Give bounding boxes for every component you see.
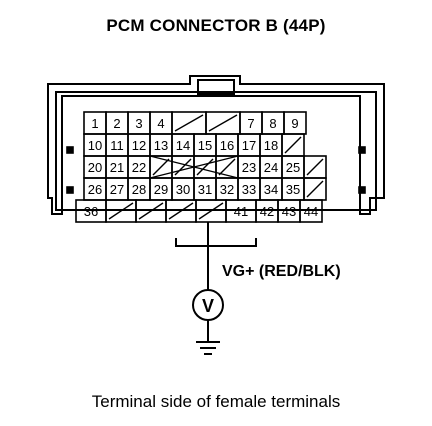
page-title: PCM CONNECTOR B (44P) bbox=[106, 16, 326, 35]
terminal-33: 33 bbox=[237, 177, 261, 201]
terminal-number: 22 bbox=[132, 160, 146, 175]
terminal-22: 22 bbox=[127, 155, 151, 179]
terminal-number: 44 bbox=[304, 204, 318, 219]
terminal-number: 3 bbox=[135, 116, 142, 131]
terminal-number: 32 bbox=[220, 182, 234, 197]
terminal-number: 14 bbox=[176, 138, 190, 153]
terminal-44: 44 bbox=[299, 199, 323, 223]
terminal-15: 15 bbox=[193, 133, 217, 157]
terminal-number: 41 bbox=[234, 204, 248, 219]
terminal-1: 1 bbox=[83, 111, 107, 135]
terminal-unused bbox=[303, 177, 327, 201]
terminal-30: 30 bbox=[171, 177, 195, 201]
terminal-3: 3 bbox=[127, 111, 151, 135]
terminal-31: 31 bbox=[193, 177, 217, 201]
probe-label: VG+ (RED/BLK) bbox=[222, 263, 341, 280]
terminal-unused bbox=[281, 133, 305, 157]
terminal-number: 30 bbox=[176, 182, 190, 197]
terminal-34: 34 bbox=[259, 177, 283, 201]
latch-mark bbox=[358, 186, 366, 194]
terminal-number: 36 bbox=[84, 204, 98, 219]
voltmeter-icon: V bbox=[192, 289, 224, 321]
terminal-number: 21 bbox=[110, 160, 124, 175]
latch-mark bbox=[66, 146, 74, 154]
terminal-number: 1 bbox=[91, 116, 98, 131]
terminal-number: 9 bbox=[291, 116, 298, 131]
terminal-17: 17 bbox=[237, 133, 261, 157]
terminal-number: 24 bbox=[264, 160, 278, 175]
terminal-2: 2 bbox=[105, 111, 129, 135]
terminal-number: 11 bbox=[110, 138, 124, 153]
terminal-unused bbox=[171, 111, 207, 135]
terminal-14: 14 bbox=[171, 133, 195, 157]
terminal-number: 31 bbox=[198, 182, 212, 197]
terminal-32: 32 bbox=[215, 177, 239, 201]
terminal-10: 10 bbox=[83, 133, 107, 157]
terminal-number: 35 bbox=[286, 182, 300, 197]
terminal-number: 29 bbox=[154, 182, 168, 197]
terminal-number: 15 bbox=[198, 138, 212, 153]
terminal-number: 17 bbox=[242, 138, 256, 153]
terminal-unused bbox=[193, 155, 217, 179]
terminal-number: 23 bbox=[242, 160, 256, 175]
terminal-unused bbox=[171, 155, 195, 179]
terminal-26: 26 bbox=[83, 177, 107, 201]
voltmeter-symbol: V bbox=[202, 296, 214, 316]
terminal-number: 26 bbox=[88, 182, 102, 197]
terminal-number: 34 bbox=[264, 182, 278, 197]
terminal-number: 33 bbox=[242, 182, 256, 197]
terminal-number: 18 bbox=[264, 138, 278, 153]
terminal-16: 16 bbox=[215, 133, 239, 157]
terminal-25: 25 bbox=[281, 155, 305, 179]
probe-wire bbox=[196, 222, 220, 355]
terminal-21: 21 bbox=[105, 155, 129, 179]
blank-cross bbox=[149, 155, 239, 179]
terminal-7: 7 bbox=[239, 111, 263, 135]
terminal-8: 8 bbox=[261, 111, 285, 135]
terminal-unused bbox=[303, 155, 327, 179]
latch-mark bbox=[358, 146, 366, 154]
caption: Terminal side of female terminals bbox=[91, 392, 341, 411]
terminal-number: 4 bbox=[157, 116, 164, 131]
terminal-number: 2 bbox=[113, 116, 120, 131]
terminal-35: 35 bbox=[281, 177, 305, 201]
terminal-number: 8 bbox=[269, 116, 276, 131]
terminal-27: 27 bbox=[105, 177, 129, 201]
terminal-number: 10 bbox=[88, 138, 102, 153]
terminal-number: 43 bbox=[282, 204, 296, 219]
terminal-20: 20 bbox=[83, 155, 107, 179]
terminal-29: 29 bbox=[149, 177, 173, 201]
terminal-number: 25 bbox=[286, 160, 300, 175]
terminal-24: 24 bbox=[259, 155, 283, 179]
terminal-number: 42 bbox=[260, 204, 274, 219]
terminal-28: 28 bbox=[127, 177, 151, 201]
connector-housing bbox=[47, 75, 385, 247]
terminal-unused bbox=[205, 111, 241, 135]
terminal-13: 13 bbox=[149, 133, 173, 157]
terminal-12: 12 bbox=[127, 133, 151, 157]
latch-mark bbox=[66, 186, 74, 194]
terminal-number: 20 bbox=[88, 160, 102, 175]
terminal-11: 11 bbox=[105, 133, 129, 157]
terminal-9: 9 bbox=[283, 111, 307, 135]
terminal-18: 18 bbox=[259, 133, 283, 157]
terminal-number: 13 bbox=[154, 138, 168, 153]
terminal-4: 4 bbox=[149, 111, 173, 135]
terminal-23: 23 bbox=[237, 155, 261, 179]
terminal-number: 28 bbox=[132, 182, 146, 197]
terminal-number: 27 bbox=[110, 182, 124, 197]
terminal-number: 16 bbox=[220, 138, 234, 153]
terminal-number: 7 bbox=[247, 116, 254, 131]
terminal-number: 12 bbox=[132, 138, 146, 153]
